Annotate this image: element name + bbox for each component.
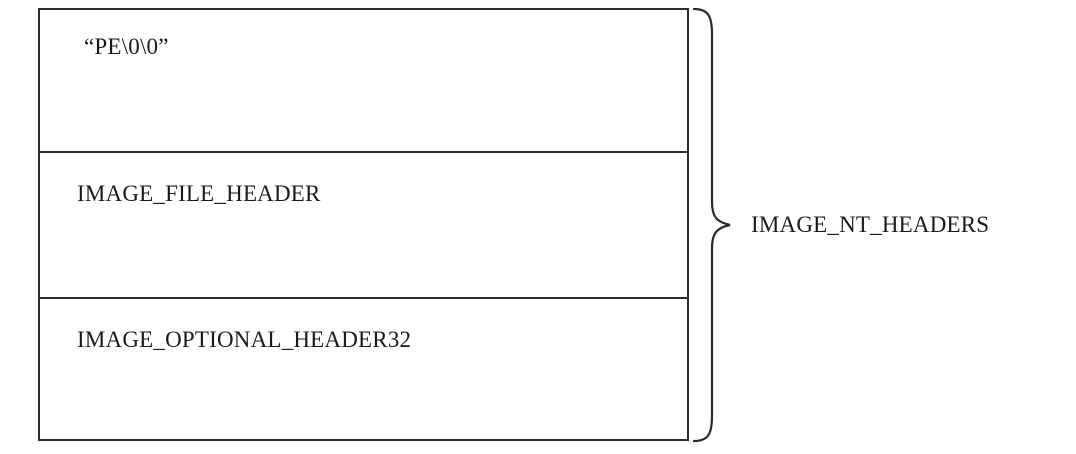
optional-header-section: IMAGE_OPTIONAL_HEADER32 [40,299,687,441]
optional-header-label: IMAGE_OPTIONAL_HEADER32 [77,327,412,352]
file-header-label: IMAGE_FILE_HEADER [77,181,321,206]
file-header-section: IMAGE_FILE_HEADER [40,153,687,299]
curly-brace-icon [692,7,731,443]
signature-section: “PE\0\0” [40,10,687,153]
nt-headers-label: IMAGE_NT_HEADERS [751,212,990,237]
signature-label: “PE\0\0” [84,34,169,59]
nt-headers-structure: “PE\0\0” IMAGE_FILE_HEADER IMAGE_OPTIONA… [38,8,689,441]
